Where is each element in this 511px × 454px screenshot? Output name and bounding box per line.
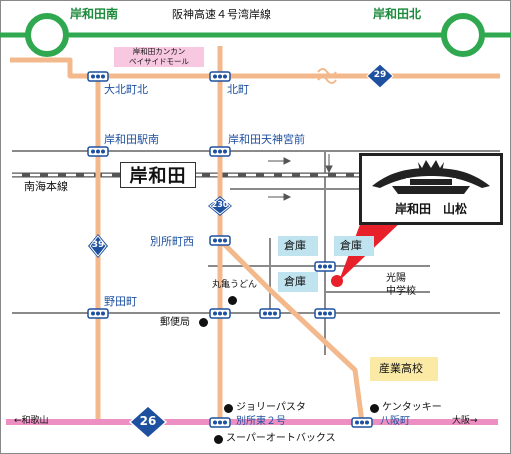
oneway-arrows (268, 154, 333, 201)
sangyo-school-label: 産業高校 (379, 362, 423, 375)
kitamachi-label: 北町 (227, 83, 249, 96)
shop-logo-box: 岸和田 山松 (359, 153, 503, 225)
station-name: 岸和田 (120, 162, 196, 188)
route-29-shield (366, 63, 394, 89)
shop-label: 岸和田 山松 (394, 202, 467, 216)
shop-location-marker (331, 275, 343, 287)
sangyo-school-box (370, 357, 438, 381)
ookitamachi-kita-label: 大北町北 (104, 83, 148, 96)
route-39-shield (88, 234, 108, 258)
route-39-number: 39 (91, 240, 105, 250)
railway-line-label: 南海本線 (24, 180, 68, 193)
route-26-shield (128, 404, 168, 440)
route-29-number: 29 (373, 70, 387, 80)
tenjingu-mae-label: 岸和田天神宮前 (228, 133, 305, 146)
dir-osaka: 大阪→ (452, 416, 478, 426)
warehouse-3-label: 倉庫 (284, 275, 306, 288)
kfc-dot (370, 404, 379, 413)
signals (87, 71, 373, 428)
route-26-number: 26 (139, 414, 157, 428)
warehouse-2: 倉庫 (334, 236, 374, 256)
jolly-dot (224, 404, 233, 413)
expressway-name: 阪神高速４号湾岸線 (172, 8, 271, 21)
bessho-higashi-label: 別所東２号 (236, 416, 286, 427)
mall-label: 岸和田カンカン ベイサイドモール (129, 47, 189, 66)
post-office-label: 郵便局 (160, 317, 190, 328)
route-230-number: 230 (211, 200, 229, 209)
road-break (317, 68, 337, 84)
ic-right-label: 岸和田北 (373, 7, 422, 21)
dir-wakayama: ←和歌山 (14, 416, 49, 426)
autobacs-label: スーパーオートバックス (226, 433, 336, 444)
eki-minami-label: 岸和田駅南 (104, 133, 159, 146)
expressway-line (0, 13, 511, 57)
yasaka-label: 八阪町 (380, 416, 410, 427)
yamamatsu-logo (372, 160, 490, 194)
warehouse-3: 倉庫 (278, 272, 318, 292)
mall-box (114, 47, 204, 67)
warehouse-1-label: 倉庫 (284, 239, 306, 252)
kfc-label: ケンタッキー (382, 402, 442, 413)
post-office-dot (199, 318, 208, 327)
route-230-shield (208, 196, 232, 216)
nodacho-label: 野田町 (104, 295, 137, 308)
bessho-nishi-label: 別所町西 (150, 235, 194, 248)
autobacs-dot (214, 435, 223, 444)
marugame-label: 丸亀うどん (212, 280, 258, 290)
warehouse-2-label: 倉庫 (340, 239, 362, 252)
marugame-dot (228, 296, 237, 305)
koyo-school-label: 光陽 中学校 (386, 273, 416, 297)
jolly-pasta-label: ジョリーパスタ (236, 402, 306, 413)
warehouse-1: 倉庫 (278, 236, 318, 256)
ic-left-label: 岸和田南 (70, 7, 119, 21)
